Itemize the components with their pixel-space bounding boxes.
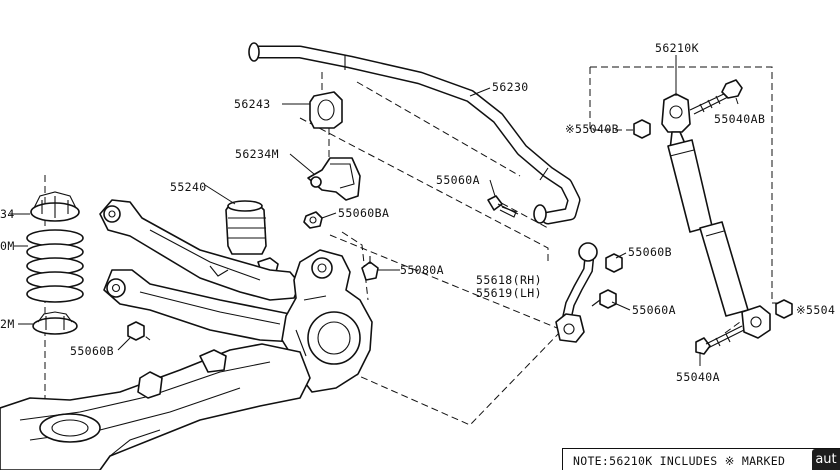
shock-nut-lower [775, 299, 793, 319]
label-stabilizer-bushing: 56243 [234, 97, 271, 111]
arm-nut [127, 321, 145, 341]
label-stabilizer-link-lh: 55619(LH) [476, 286, 542, 300]
leader-lines [10, 55, 739, 366]
shock-absorber [661, 93, 771, 339]
label-link-nut-lower: 55060A [632, 303, 676, 317]
label-shock-bolt-upper: 55040AB [714, 112, 765, 126]
label-stabilizer-link-rh: 55618(RH) [476, 273, 542, 287]
link-nut-lower [591, 289, 617, 309]
shock-bolt-upper [689, 79, 743, 115]
label-spring-seat-upper: 34 [0, 207, 15, 221]
label-bushing-clamp: 56234M [235, 147, 279, 161]
watermark-logo: aut [812, 449, 840, 470]
coil-spring [26, 191, 84, 335]
link-nut [605, 253, 623, 273]
knuckle-nut [361, 256, 379, 281]
label-spring-seat-lower: 2M [0, 317, 15, 331]
assembly-dashed-lines [44, 66, 790, 460]
clamp-bolt [303, 211, 323, 229]
shock-nut-upper [633, 119, 651, 139]
rear-subframe [0, 343, 311, 470]
label-link-bolt-upper: 55060A [436, 173, 480, 187]
label-clamp-bolt: 55060BA [338, 206, 389, 220]
label-knuckle-nut: 55080A [400, 263, 444, 277]
note-box: NOTE:56210K INCLUDES ※ MARKED [562, 448, 840, 470]
stabilizer-bar [248, 42, 581, 225]
label-link-nut: 55060B [628, 245, 672, 259]
shock-bolt-lower [695, 325, 745, 355]
label-stabilizer-bar: 56230 [492, 80, 529, 94]
stabilizer-bushing [309, 91, 343, 129]
bushing-clamp [307, 157, 361, 201]
note-text: NOTE:56210K INCLUDES ※ MARKED [573, 454, 786, 468]
link-bolt-upper [487, 195, 519, 218]
stabilizer-link [555, 242, 598, 343]
label-bump-stopper: 55240 [170, 180, 207, 194]
label-shock-nut-lower: ※5504 [796, 303, 835, 317]
label-shock-nut-upper: ※55040B [565, 122, 619, 136]
label-coil-spring: 0M [0, 239, 15, 253]
label-arm-nut: 55060B [70, 344, 114, 358]
knuckle [281, 249, 373, 393]
label-shock-bolt-lower: 55040A [676, 370, 720, 384]
part-labels: 56230 56243 56234M 55060BA 55240 55060A … [0, 41, 835, 384]
label-shock-absorber: 56210K [655, 41, 699, 55]
